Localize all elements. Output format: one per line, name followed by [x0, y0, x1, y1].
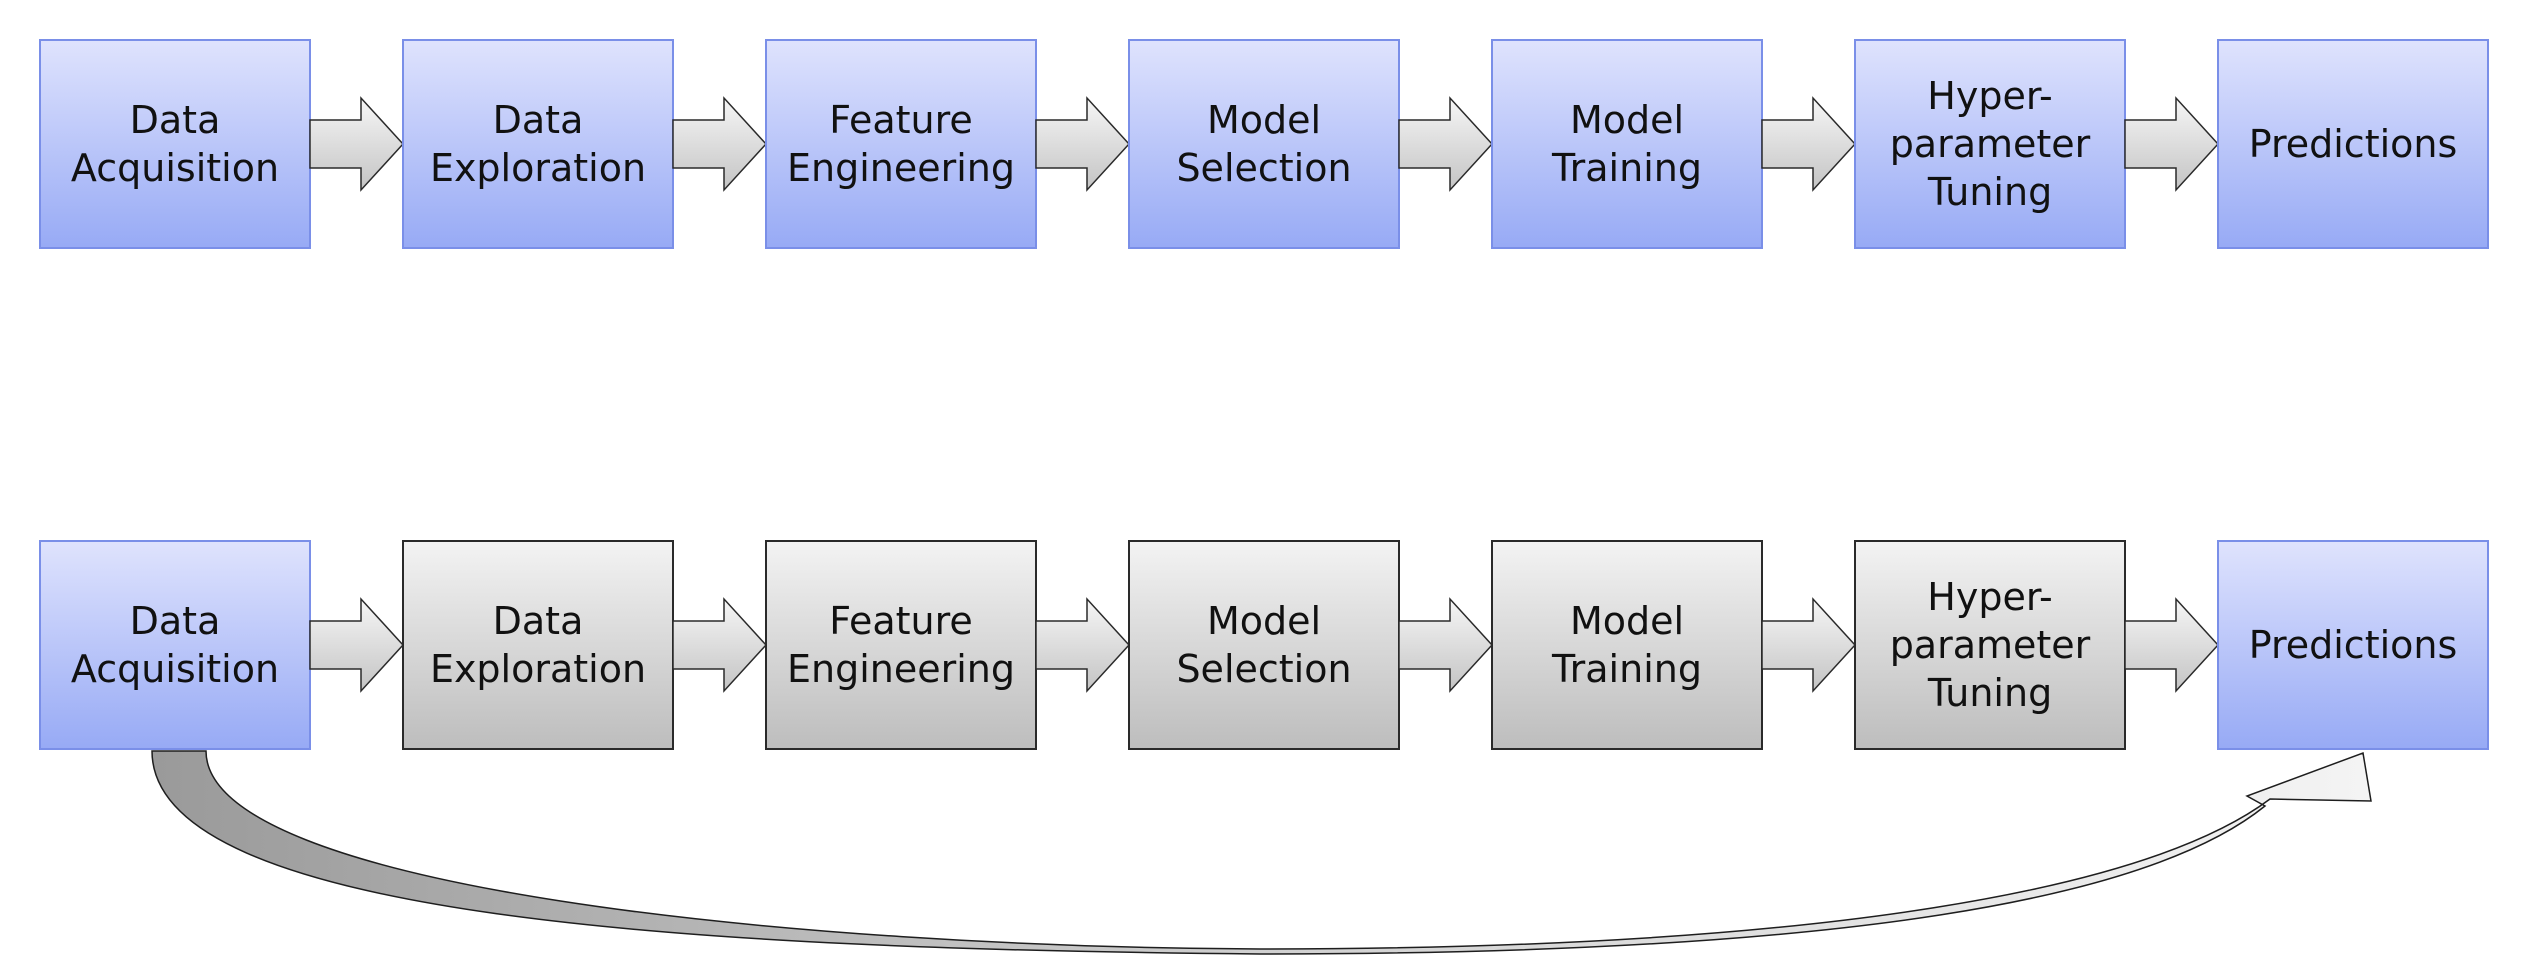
step-box: [1128, 540, 1400, 750]
step-box: [2217, 39, 2489, 249]
step-label-line: Exploration: [430, 647, 646, 691]
step-label-line: Predictions: [2249, 122, 2458, 166]
step-box: [1491, 540, 1763, 750]
step-box: [2217, 540, 2489, 750]
step-label-line: parameter: [1890, 122, 2091, 166]
step-predictions: Predictions: [2217, 540, 2489, 750]
step-label-line: Feature: [829, 98, 973, 142]
step-box: [1854, 39, 2126, 249]
step-box: [765, 540, 1037, 750]
flow-arrow-icon: [1035, 96, 1131, 192]
step-label-line: Engineering: [787, 647, 1015, 691]
step-label-line: Acquisition: [71, 146, 279, 190]
step-box: [39, 540, 311, 750]
step-box: [402, 39, 674, 249]
step-predictions: Predictions: [2217, 39, 2489, 249]
step-label-line: Feature: [829, 599, 973, 643]
step-label-line: Model: [1570, 599, 1684, 643]
step-label-line: Data: [493, 98, 584, 142]
step-box: [1128, 39, 1400, 249]
step-label-line: parameter: [1890, 623, 2091, 667]
step-label-line: Selection: [1176, 146, 1351, 190]
flow-arrow-icon: [2124, 597, 2220, 693]
step-box: [39, 39, 311, 249]
flow-arrow-icon: [1398, 96, 1494, 192]
flow-arrow-icon: [309, 96, 405, 192]
flow-arrow-icon: [1035, 597, 1131, 693]
flow-arrow-icon: [672, 597, 768, 693]
row-full-pipeline: DataAcquisitionDataExplorationFeatureEng…: [39, 39, 2489, 249]
flow-arrow-icon: [1398, 597, 1494, 693]
step-label-line: Data: [493, 599, 584, 643]
step-label-line: Training: [1551, 146, 1702, 190]
skip-arrow-icon: [151, 750, 2372, 955]
flow-arrow-icon: [1761, 96, 1857, 192]
step-label-line: Hyper-: [1927, 74, 2052, 118]
step-label-line: Predictions: [2249, 623, 2458, 667]
step-label-line: Acquisition: [71, 647, 279, 691]
step-label-line: Training: [1551, 647, 1702, 691]
step-label-line: Selection: [1176, 647, 1351, 691]
step-box: [1854, 540, 2126, 750]
flow-arrow-icon: [1761, 597, 1857, 693]
step-label-line: Model: [1570, 98, 1684, 142]
step-label-line: Model: [1207, 98, 1321, 142]
step-label-line: Data: [130, 98, 221, 142]
step-box: [1491, 39, 1763, 249]
flow-arrow-icon: [672, 96, 768, 192]
step-box: [765, 39, 1037, 249]
step-label-line: Hyper-: [1927, 575, 2052, 619]
step-box: [402, 540, 674, 750]
step-label-line: Tuning: [1927, 671, 2052, 715]
step-label-line: Model: [1207, 599, 1321, 643]
step-label-line: Exploration: [430, 146, 646, 190]
flow-arrow-icon: [309, 597, 405, 693]
step-label-line: Data: [130, 599, 221, 643]
step-label-line: Tuning: [1927, 170, 2052, 214]
flow-arrow-icon: [2124, 96, 2220, 192]
row-shortcut-pipeline: DataAcquisitionDataExplorationFeatureEng…: [39, 540, 2489, 955]
step-label-line: Engineering: [787, 146, 1015, 190]
